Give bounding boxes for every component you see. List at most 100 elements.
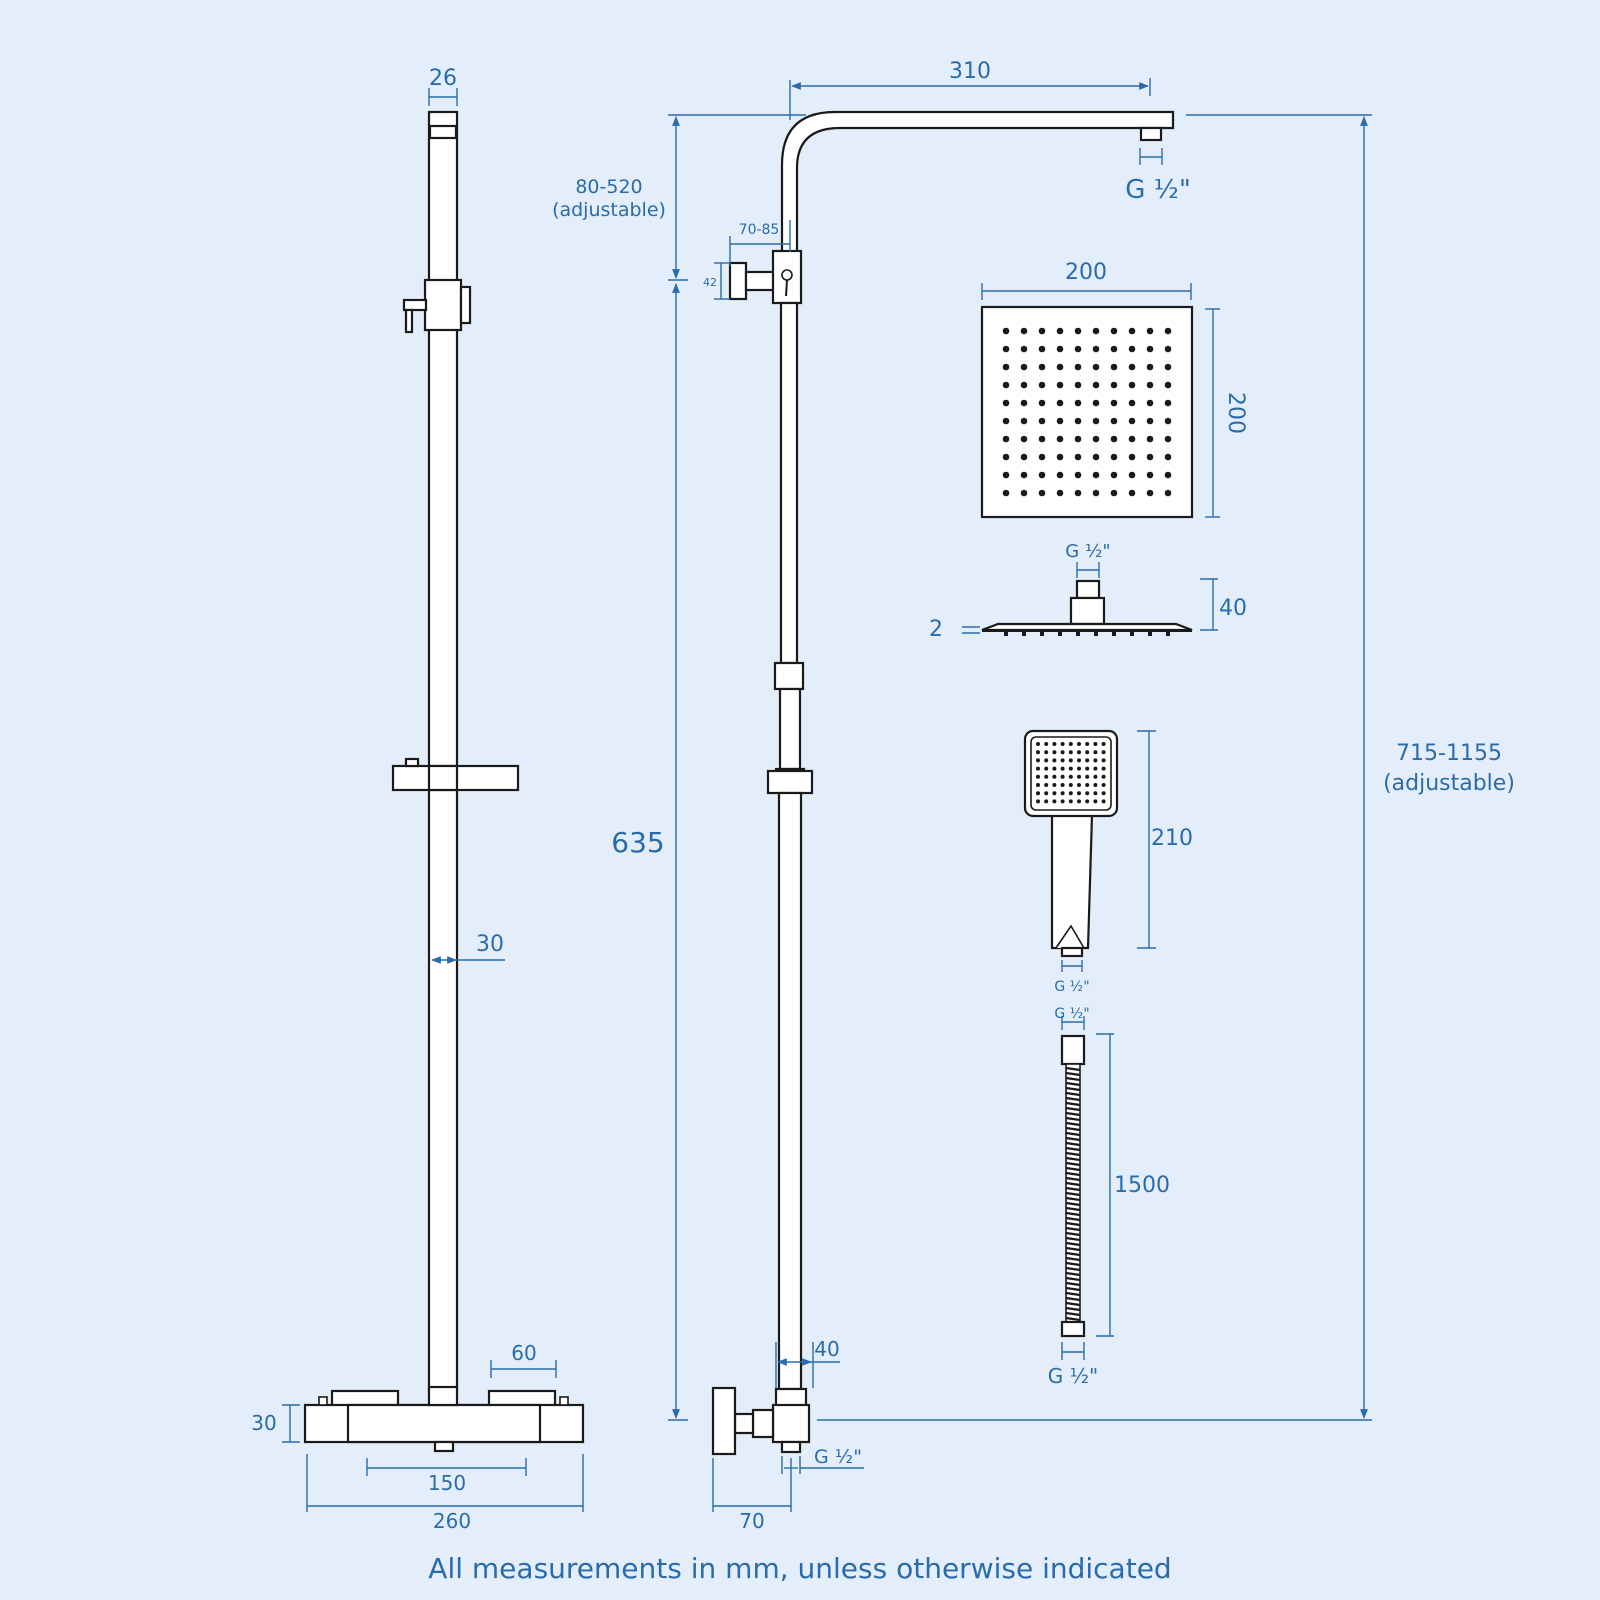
- hose-winding: [1065, 1206, 1081, 1212]
- head-tooth: [1076, 631, 1080, 636]
- handset-nozzle: [1044, 766, 1049, 771]
- hose-winding: [1065, 1211, 1081, 1217]
- hose-winding: [1065, 1096, 1081, 1102]
- head-nozzle: [1164, 345, 1172, 353]
- head-nozzle: [1128, 345, 1136, 353]
- head-nozzle: [1038, 327, 1046, 335]
- handset-nozzle: [1077, 774, 1081, 779]
- head-nozzle: [1056, 363, 1064, 371]
- handset-nozzle: [1093, 799, 1098, 804]
- head-nozzle: [1128, 417, 1136, 425]
- head-nozzle: [1146, 345, 1154, 353]
- handset-nozzle: [1077, 742, 1081, 746]
- dim-valve-centres: 150: [428, 1471, 466, 1495]
- handset-nozzle: [1085, 799, 1090, 804]
- hose-winding: [1065, 1231, 1081, 1237]
- handset-nozzle: [1060, 750, 1065, 755]
- hose-winding: [1065, 1216, 1081, 1222]
- hose-winding: [1065, 1136, 1081, 1142]
- handset-nozzle: [1044, 758, 1049, 763]
- hose-winding: [1065, 1291, 1081, 1297]
- handset-nozzle: [1101, 774, 1106, 779]
- head-nozzle: [1146, 327, 1154, 335]
- head-nozzle: [1074, 381, 1082, 389]
- handset-nozzle: [1036, 799, 1040, 804]
- bar-end-cap: [428, 124, 458, 140]
- hose-winding: [1065, 1316, 1081, 1322]
- head-nozzle: [1056, 417, 1064, 425]
- head-profile: [981, 622, 1193, 632]
- head-nozzle: [1128, 471, 1136, 479]
- handset-nozzle: [1052, 758, 1057, 763]
- hose-winding: [1065, 1276, 1081, 1282]
- head-nozzle: [1110, 453, 1118, 461]
- head-nozzle: [1002, 435, 1010, 443]
- wall-flange: [711, 1386, 737, 1456]
- handset-nozzle: [1101, 799, 1106, 804]
- hose-winding: [1065, 1156, 1081, 1162]
- head-swivel: [1069, 596, 1106, 626]
- head-nozzle: [1146, 363, 1154, 371]
- head-nozzle: [1074, 435, 1082, 443]
- head-nozzle: [1110, 345, 1118, 353]
- head-nozzle: [1164, 363, 1172, 371]
- hose-winding: [1065, 1186, 1081, 1192]
- handset: [1023, 729, 1119, 958]
- hose-winding: [1065, 1146, 1081, 1152]
- hose-winding: [1065, 1166, 1081, 1172]
- head-nozzle: [1020, 327, 1028, 335]
- handset-nozzle: [1085, 783, 1090, 787]
- head-nozzle: [1038, 471, 1046, 479]
- head-nozzle: [1038, 435, 1046, 443]
- head-nozzle: [1074, 399, 1082, 407]
- hose-winding: [1065, 1126, 1081, 1132]
- handset-nozzle: [1052, 750, 1057, 755]
- head-nozzle: [1146, 435, 1154, 443]
- hose-winding: [1065, 1191, 1081, 1197]
- head-tooth: [1004, 631, 1008, 636]
- arm-outlet: [1139, 126, 1163, 142]
- head-nozzle: [1074, 363, 1082, 371]
- valve-riser-connector: [427, 1385, 459, 1407]
- diverter-stem: [744, 270, 776, 292]
- handset-nozzle: [1036, 766, 1040, 771]
- head-nozzle: [1020, 345, 1028, 353]
- head-nozzle: [1056, 453, 1064, 461]
- head-nozzle: [1020, 435, 1028, 443]
- side-view: [711, 110, 1175, 1456]
- handset-nozzle: [1068, 766, 1073, 771]
- handset-nozzle: [1044, 774, 1049, 779]
- head-nozzle: [1002, 453, 1010, 461]
- dim-arm-length: 310: [949, 59, 991, 84]
- dim-bar-width: 26: [429, 66, 457, 91]
- head-nozzle: [1056, 399, 1064, 407]
- handset-nozzle: [1101, 758, 1106, 763]
- head-nozzle: [1164, 435, 1172, 443]
- hose-winding: [1065, 1151, 1081, 1157]
- head-nozzle: [1146, 417, 1154, 425]
- head-nozzle: [1056, 381, 1064, 389]
- head-tooth: [1040, 631, 1044, 636]
- handset-nozzle: [1060, 799, 1065, 804]
- handset-nozzle: [1036, 774, 1040, 779]
- hose-winding: [1065, 1171, 1081, 1177]
- head-nozzle: [1110, 327, 1118, 335]
- handset-nozzle: [1044, 783, 1049, 787]
- handset-nozzles: [1036, 742, 1106, 804]
- hose-winding: [1065, 1141, 1081, 1147]
- hose-winding: [1065, 1111, 1081, 1117]
- hose-winding: [1065, 1076, 1081, 1082]
- dim-valve-height: 30: [251, 1411, 276, 1435]
- head-nozzle: [1146, 471, 1154, 479]
- head-nozzle: [1146, 489, 1154, 497]
- dim-head-width: 200: [1065, 260, 1107, 285]
- hose-winding: [1065, 1306, 1081, 1312]
- handset-nozzle: [1101, 750, 1106, 755]
- head-nozzle: [1164, 399, 1172, 407]
- dim-riser-height: 635: [611, 826, 664, 859]
- side-dimensions: 310 G ½" 80-520 (adjustable) 70-85 42 63…: [552, 59, 1515, 1533]
- head-nozzle: [1020, 363, 1028, 371]
- shower-head-plan: [980, 305, 1194, 519]
- head-nozzle: [1164, 381, 1172, 389]
- head-nozzle-teeth: [1004, 631, 1170, 636]
